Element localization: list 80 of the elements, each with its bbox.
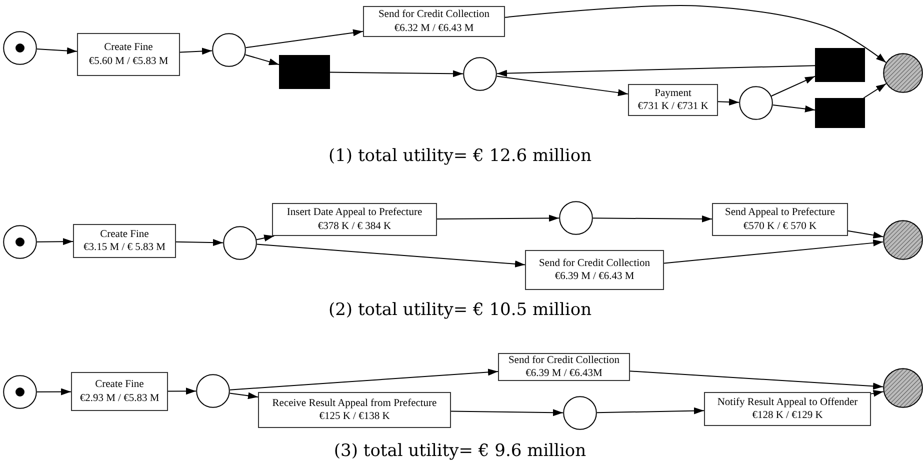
arrow xyxy=(592,215,712,222)
arrow xyxy=(863,83,887,98)
arrow xyxy=(180,48,213,55)
transition-box xyxy=(77,33,180,76)
utility-value: €125 K / €138 K xyxy=(319,410,390,424)
caption: (2) total utility= € 10.5 million xyxy=(328,300,592,320)
transition-box xyxy=(498,353,630,381)
end-place xyxy=(883,368,923,408)
arrow xyxy=(450,409,564,416)
transition-box xyxy=(525,250,664,290)
activity-name: Send for Credit Collection xyxy=(378,8,490,22)
arrow xyxy=(36,388,72,396)
utility-value: €570 K / € 570 K xyxy=(743,220,817,233)
activity-name: Notify Result Appeal to Offender xyxy=(717,396,858,409)
activity-name: Send for Credit Collection xyxy=(538,256,650,270)
place-circle xyxy=(739,86,773,120)
utility-value: €378 K / € 384 K xyxy=(318,220,392,233)
arrow xyxy=(36,47,78,54)
activity-name: Create Fine xyxy=(95,378,144,392)
utility-value: €2.93 M / €5.83 M xyxy=(80,392,160,405)
arrow xyxy=(256,244,526,268)
place-circle xyxy=(223,226,257,260)
arrow xyxy=(436,214,560,222)
place-circle xyxy=(559,201,593,235)
transition-box xyxy=(363,6,505,37)
arrow xyxy=(168,388,196,395)
utility-value: €128 K / €129 K xyxy=(752,409,823,422)
end-place xyxy=(883,220,923,260)
place-circle xyxy=(463,57,497,91)
place-circle xyxy=(563,396,597,430)
activity-name: Send for Credit Collection xyxy=(508,354,620,367)
start-place xyxy=(3,375,37,409)
transition-box xyxy=(258,392,451,428)
arrow xyxy=(630,370,884,390)
arrow xyxy=(244,54,280,66)
start-place xyxy=(3,225,37,259)
arrow xyxy=(176,239,224,246)
arrow xyxy=(870,390,884,397)
arrow xyxy=(718,98,740,106)
arrow xyxy=(36,238,74,246)
silent-transition xyxy=(279,55,330,89)
arrow xyxy=(330,70,464,78)
transition-box xyxy=(712,203,848,236)
arrow xyxy=(848,230,884,239)
activity-name: Payment xyxy=(654,86,692,100)
end-place xyxy=(883,53,923,93)
start-place xyxy=(3,31,37,65)
arrow xyxy=(245,29,364,48)
transition-box xyxy=(628,84,718,116)
arrow xyxy=(256,234,275,242)
silent-transition xyxy=(815,48,865,82)
place-circle xyxy=(196,374,230,408)
utility-value: €5.60 M / €5.83 M xyxy=(88,54,168,68)
utility-value: €6.32 M / €6.43 M xyxy=(394,22,474,35)
arrow xyxy=(504,5,886,63)
utility-value: €6.39 M / €6.43 M xyxy=(554,270,634,284)
utility-value: €3.15 M / € 5.83 M xyxy=(84,241,166,254)
activity-name: Send Appeal to Prefecture xyxy=(725,206,835,220)
arrow xyxy=(771,76,816,96)
activity-name: Receive Result Appeal from Prefecture xyxy=(272,396,437,410)
arrow xyxy=(772,104,816,112)
caption: (1) total utility= € 12.6 million xyxy=(328,146,592,166)
arrow xyxy=(496,76,628,96)
activity-name: Create Fine xyxy=(100,228,149,241)
caption: (3) total utility= € 9.6 million xyxy=(334,441,586,461)
arrow xyxy=(596,407,704,414)
transition-box xyxy=(71,372,168,411)
transition-box xyxy=(272,203,437,236)
place-circle xyxy=(212,33,246,67)
arrow xyxy=(496,65,816,77)
silent-transition xyxy=(815,98,865,128)
transition-box xyxy=(704,392,871,426)
activity-name: Insert Date Appeal to Prefecture xyxy=(286,206,422,220)
activity-name: Create Fine xyxy=(104,41,153,54)
arrow xyxy=(229,368,498,390)
utility-value: €6.39 M / €6.43M xyxy=(526,367,602,380)
arrow xyxy=(229,392,258,400)
utility-value: €731 K / €731 K xyxy=(638,100,708,114)
transition-box xyxy=(73,224,176,258)
arrow xyxy=(664,239,884,264)
